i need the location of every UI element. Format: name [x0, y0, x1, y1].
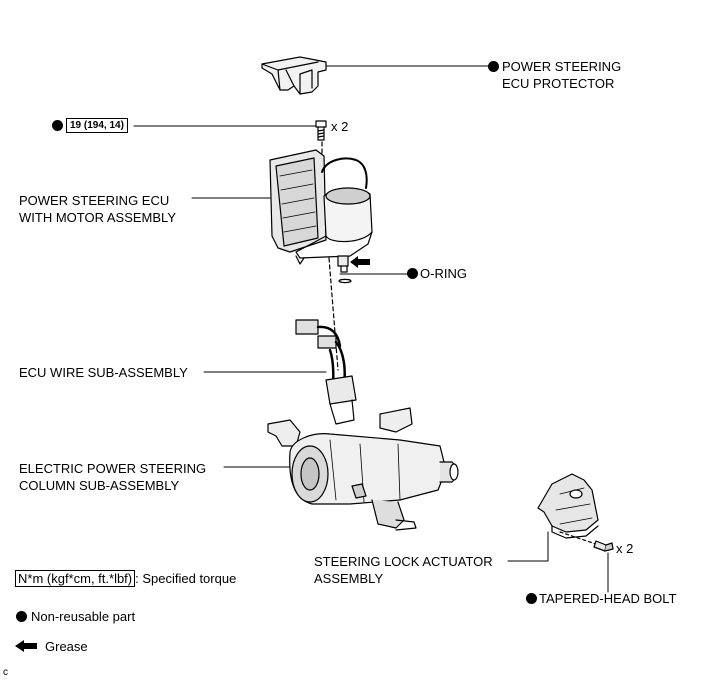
- corner-mark: c: [3, 667, 8, 678]
- leader-lines: [133, 65, 609, 593]
- nonreusable-dot-oring: [407, 268, 418, 279]
- lock-actuator-drawing: [537, 473, 599, 539]
- legend-grease-arrow: [15, 640, 37, 652]
- ecu-label-line1: POWER STEERING ECU: [19, 193, 170, 208]
- oring-label: O-RING: [420, 266, 467, 281]
- nonreusable-dot-protector: [488, 61, 499, 72]
- legend-nonreusable-dot: [16, 611, 27, 622]
- legend-torque-unit: N*m (kgf*cm, ft.*lbf): [15, 570, 136, 587]
- grease-arrow-ecu: [350, 256, 370, 268]
- legend-nonreusable: Non-reusable part: [31, 609, 136, 624]
- column-drawing: [267, 407, 459, 531]
- wire-label: ECU WIRE SUB-ASSEMBLY: [19, 365, 188, 380]
- protector-label-line1: POWER STEERING: [502, 59, 622, 74]
- legend-torque: N*m (kgf*cm, ft.*lbf): Specified torque: [15, 570, 236, 587]
- column-label-line1: ELECTRIC POWER STEERING: [19, 461, 207, 476]
- legend-torque-desc: : Specified torque: [135, 571, 237, 586]
- column-label-line2: COLUMN SUB-ASSEMBLY: [19, 478, 180, 493]
- ecu-wire-drawing: [295, 319, 357, 425]
- lock-label-line1: STEERING LOCK ACTUATOR: [314, 554, 493, 569]
- ecu-motor-drawing: [269, 149, 373, 273]
- torque-spec-box: 19 (194, 14): [66, 118, 128, 133]
- oring-drawing: [338, 278, 352, 284]
- bolt-quantity: x 2: [331, 119, 349, 134]
- protector-label-line2: ECU PROTECTOR: [502, 76, 615, 91]
- ecu-label-line2: WITH MOTOR ASSEMBLY: [19, 210, 176, 225]
- lock-label-line2: ASSEMBLY: [314, 571, 384, 586]
- nonreusable-dot-tapered-bolt: [526, 593, 537, 604]
- lock-bolt-drawing: [559, 531, 614, 552]
- ecu-protector-drawing: [261, 56, 327, 95]
- legend-grease: Grease: [45, 639, 88, 654]
- lock-bolt-quantity: x 2: [616, 541, 634, 556]
- tapered-bolt-label: TAPERED-HEAD BOLT: [539, 591, 677, 606]
- ecu-bolt-drawing: [315, 120, 327, 141]
- nonreusable-dot-torque: [52, 120, 63, 131]
